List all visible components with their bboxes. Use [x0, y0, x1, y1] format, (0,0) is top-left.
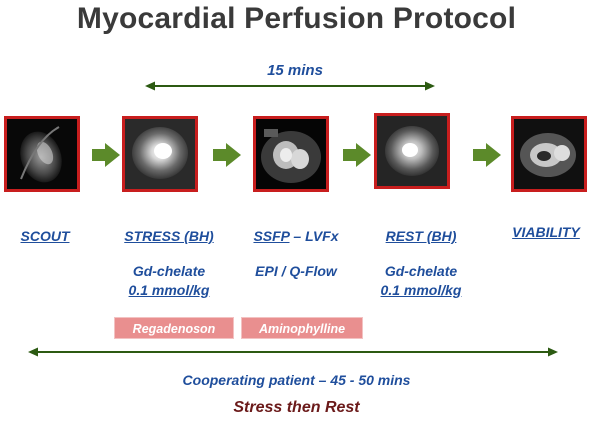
- total-duration-label: Cooperating patient – 45 - 50 mins: [182, 372, 411, 388]
- step-label-rest: REST (BH): [385, 228, 457, 244]
- step-label-stress: STRESS (BH): [124, 228, 214, 244]
- step-label-ssfp-part1: SSFP: [253, 228, 290, 244]
- rest-agent-name: Gd-chelate: [384, 263, 458, 279]
- step-label-ssfp: SSFP – LVFx: [236, 228, 356, 244]
- sequence-note: Stress then Rest: [233, 399, 360, 416]
- flow-arrow-icon: [92, 143, 120, 167]
- ssfp-detail: EPI / Q-Flow: [236, 262, 356, 281]
- stress-perfusion-mri-image: [122, 116, 198, 192]
- stress-rest-duration-arrow: [145, 81, 435, 91]
- rest-perfusion-mri-image: [374, 113, 450, 189]
- flow-arrow-icon: [343, 143, 371, 167]
- step-label-ssfp-part2: – LVFx: [289, 228, 339, 244]
- stress-agent-detail: Gd-chelate 0.1 mmol/kg: [109, 262, 229, 300]
- viability-mri-image: [511, 116, 587, 192]
- step-label-viability: VIABILITY: [512, 224, 580, 240]
- scout-mri-image: [4, 116, 80, 192]
- stress-agent-dose: 0.1 mmol/kg: [128, 282, 210, 298]
- flow-arrow-icon: [473, 143, 501, 167]
- total-duration-arrow: [28, 347, 558, 357]
- stress-rest-duration-label: 15 mins: [267, 62, 323, 79]
- stress-agent-name: Gd-chelate: [132, 263, 206, 279]
- rest-agent-dose: 0.1 mmol/kg: [380, 282, 462, 298]
- flow-arrow-icon: [213, 143, 241, 167]
- rest-agent-detail: Gd-chelate 0.1 mmol/kg: [361, 262, 481, 300]
- step-label-scout: SCOUT: [20, 228, 70, 244]
- drug-box-regadenoson: Regadenoson: [114, 317, 234, 339]
- ssfp-detail-line: EPI / Q-Flow: [255, 263, 337, 279]
- diagram-title: Myocardial Perfusion Protocol: [76, 2, 517, 35]
- drug-box-aminophylline: Aminophylline: [241, 317, 363, 339]
- ssfp-cine-mri-image: [253, 116, 329, 192]
